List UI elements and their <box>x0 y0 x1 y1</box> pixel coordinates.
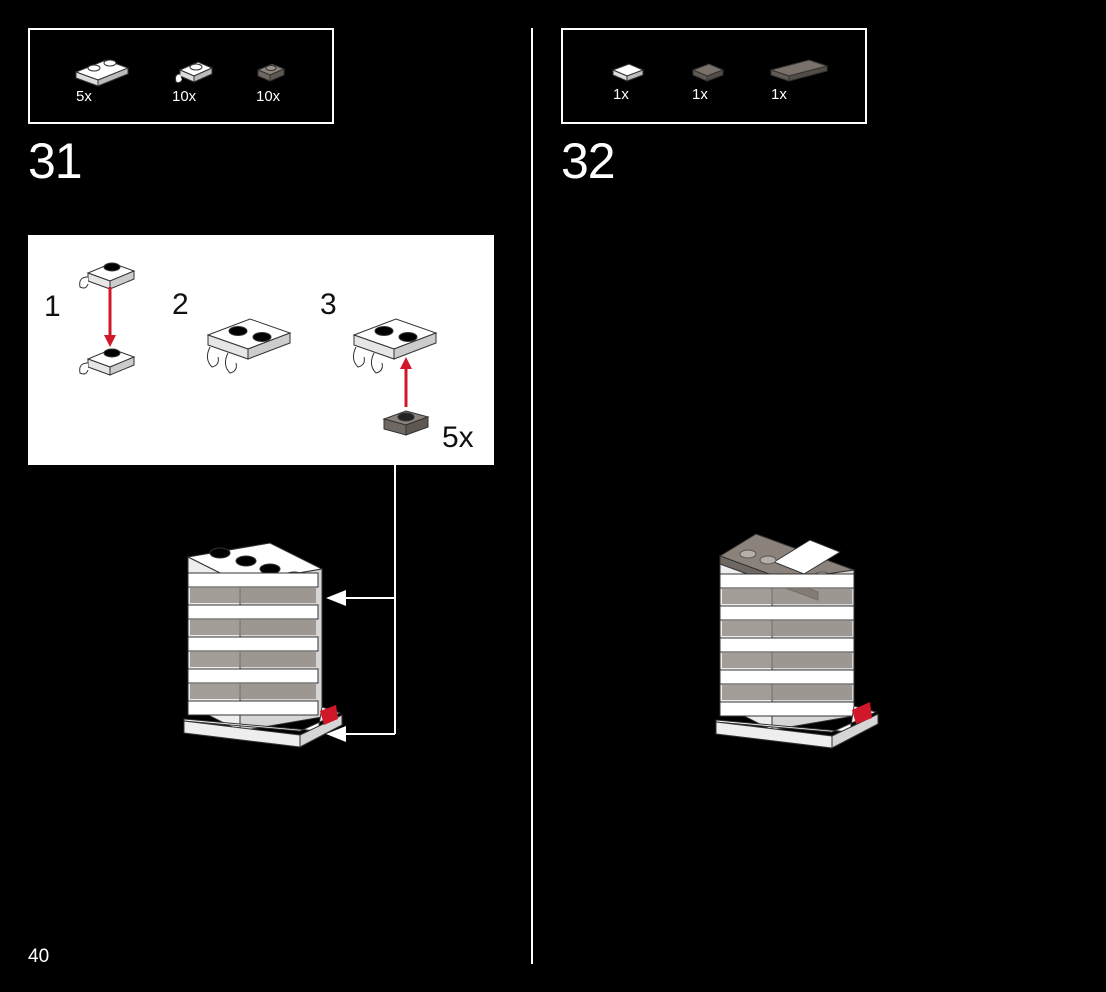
building-model-step-31 <box>183 542 343 748</box>
substep-number: 3 <box>320 288 337 321</box>
substep-number: 1 <box>44 290 61 323</box>
white-1x2-plate-with-clips-icon <box>74 59 130 87</box>
step-number: 32 <box>561 133 616 189</box>
dark-gray-1x3-tile-icon <box>769 59 829 82</box>
white-1x1-plate-with-clip-icon <box>175 61 214 84</box>
part-qty: 10x <box>256 88 281 105</box>
part-qty: 1x <box>692 86 708 103</box>
dark-gray-1x1-round-plate-icon <box>256 63 286 82</box>
combined-clip-assembly-illustration <box>206 318 292 374</box>
building-model-step-32 <box>715 533 879 749</box>
callout-quantity: 5x <box>442 421 474 454</box>
parts-list-step-31: 5x 10x 10x <box>28 28 334 124</box>
page-divider <box>531 28 533 964</box>
callout-connector-lines <box>326 465 396 742</box>
white-1x1-tile-icon <box>611 63 645 82</box>
dark-gray-1x1-tile-icon <box>691 63 725 82</box>
assembly-with-round-plate-illustration <box>352 318 438 436</box>
clip-plate-assembly-illustration <box>79 262 136 376</box>
substep-number: 2 <box>172 288 189 321</box>
step-number: 31 <box>28 133 83 189</box>
part-qty: 10x <box>172 88 197 105</box>
sub-assembly-callout: 1 2 3 <box>28 235 494 465</box>
parts-list-step-32: 1x 1x 1x <box>561 28 867 124</box>
page-number: 40 <box>28 946 50 967</box>
part-qty: 1x <box>771 86 787 103</box>
part-qty: 5x <box>76 88 92 105</box>
part-qty: 1x <box>613 86 629 103</box>
